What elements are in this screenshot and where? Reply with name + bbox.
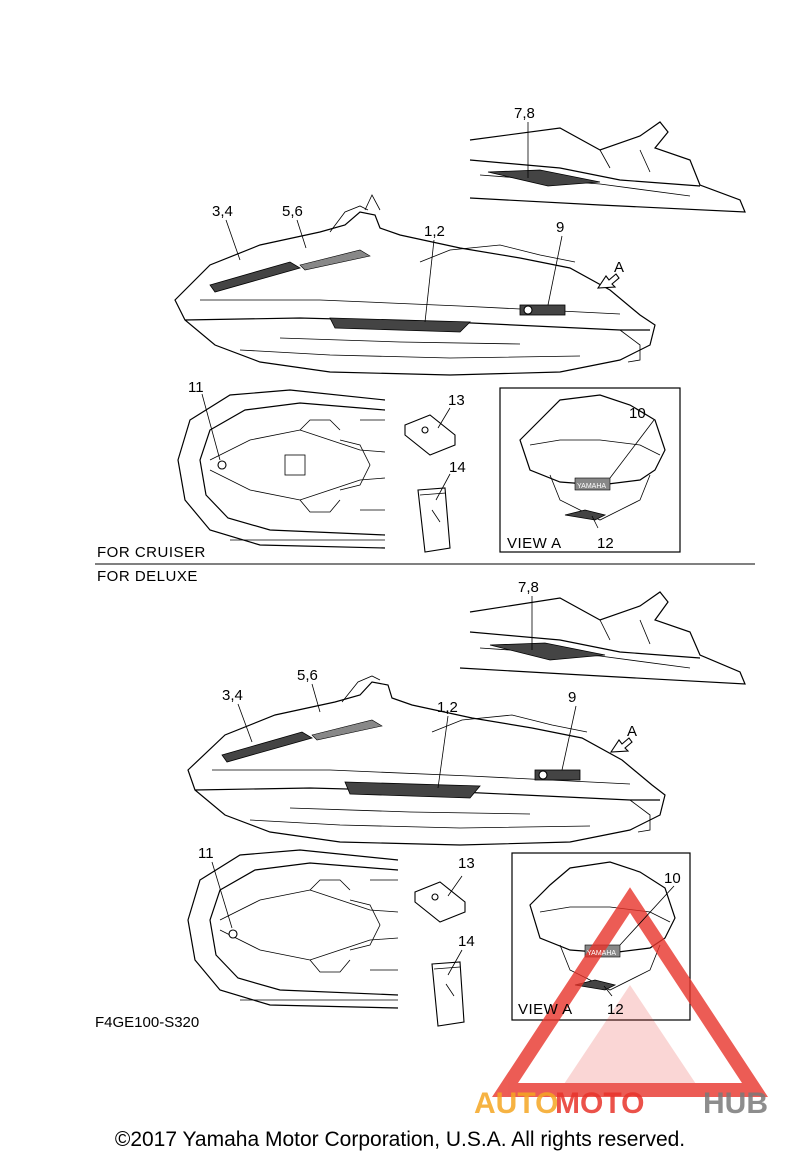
top-view-top: [177, 389, 386, 549]
arrow-a-label-top: A: [614, 259, 624, 276]
callout-1-2-bottom: 1,2: [437, 699, 458, 716]
callout-13-bottom: 13: [458, 855, 475, 872]
arrow-a-icon-bottom: [609, 737, 633, 753]
rear-detail-top: [469, 121, 746, 213]
part-14-top: [417, 487, 451, 553]
watermark-text: AUTO MOTO HUB: [474, 1087, 768, 1120]
callout-14-bottom: 14: [458, 933, 475, 950]
callout-10-top: 10: [629, 405, 646, 422]
watermark-hub: HUB: [703, 1087, 768, 1120]
callout-12-bottom: 12: [607, 1001, 624, 1018]
callout-10-bottom: 10: [664, 870, 681, 887]
callout-9-bottom: 9: [568, 689, 576, 706]
part-13-bottom: [414, 881, 466, 923]
rear-detail-bottom: [459, 591, 746, 685]
part-14-bottom: [431, 961, 465, 1027]
side-view-top: [174, 194, 656, 376]
callout-13-top: 13: [448, 392, 465, 409]
callout-5-6-bottom: 5,6: [297, 667, 318, 684]
section-label-cruiser: FOR CRUISER: [97, 544, 206, 561]
section-label-deluxe: FOR DELUXE: [97, 568, 198, 585]
callouts-bottom: 7,8 3,4 5,6 1,2 9 A 11 13 14 10 12 VIEW …: [95, 579, 681, 1031]
arrow-a-label-bottom: A: [627, 723, 637, 740]
callout-3-4-bottom: 3,4: [222, 687, 243, 704]
callout-7-8-top: 7,8: [514, 105, 535, 122]
figure-code: F4GE100-S320: [95, 1014, 199, 1031]
callout-14-top: 14: [449, 459, 466, 476]
yamaha-decal-text-top: YAMAHA: [577, 483, 606, 490]
part-13-top: [404, 414, 456, 456]
copyright-notice: ©2017 Yamaha Motor Corporation, U.S.A. A…: [114, 1128, 686, 1151]
callout-12-top: 12: [597, 535, 614, 552]
callout-11-top: 11: [188, 379, 204, 396]
watermark-moto: MOTO: [555, 1087, 644, 1120]
callout-5-6-top: 5,6: [282, 203, 303, 220]
callout-7-8-bottom: 7,8: [518, 579, 539, 596]
watermark-auto: AUTO: [474, 1087, 558, 1120]
callout-11-bottom: 11: [198, 845, 214, 862]
view-a-label-top: VIEW A: [507, 535, 562, 552]
arrow-a-icon-top: [596, 273, 620, 289]
yamaha-decal-text-bottom: YAMAHA: [587, 950, 616, 957]
callout-9-top: 9: [556, 219, 564, 236]
view-a-box-top: [499, 387, 681, 553]
callout-1-2-top: 1,2: [424, 223, 445, 240]
callouts-top: 7,8 3,4 5,6 1,2 9 A 11 13 14 10 12 VIEW …: [97, 105, 655, 585]
view-a-label-bottom: VIEW A: [518, 1001, 573, 1018]
callout-3-4-top: 3,4: [212, 203, 233, 220]
watermark-logo: [492, 887, 768, 1097]
side-view-bottom: [187, 675, 666, 846]
top-view-bottom: [187, 849, 399, 1009]
